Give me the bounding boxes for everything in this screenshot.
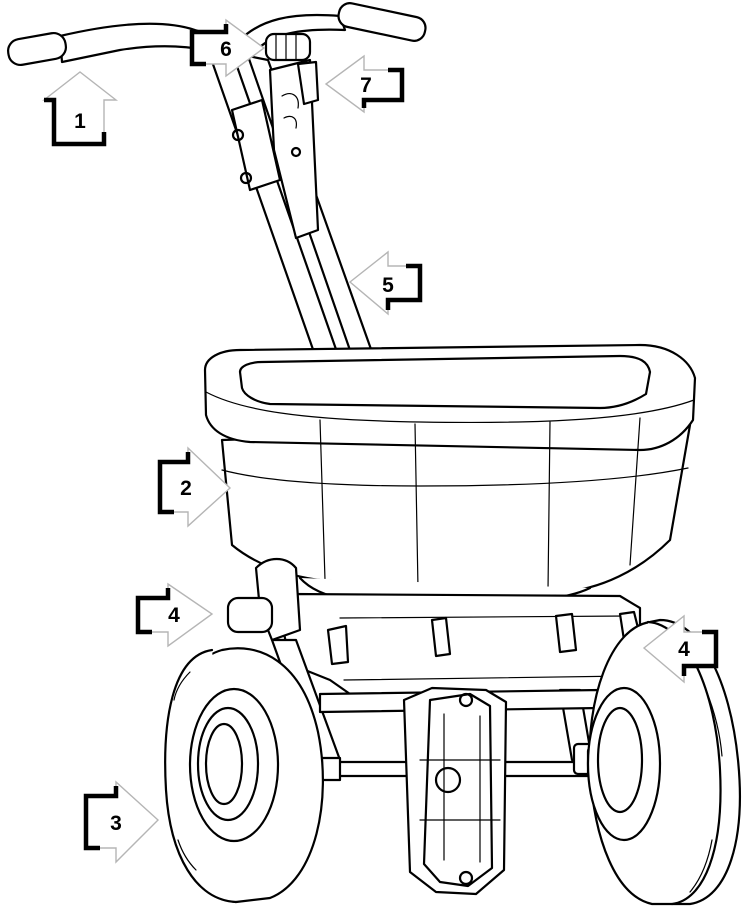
callout-label-1: 1 <box>74 110 86 133</box>
right-wheel <box>586 618 741 906</box>
callout-4-left: 4 <box>135 582 214 648</box>
callout-3: 3 <box>83 780 160 864</box>
callout-label-3: 3 <box>110 812 122 835</box>
left-wheel <box>164 647 324 904</box>
spinner-housing <box>402 686 508 896</box>
control-lever <box>296 60 320 106</box>
callout-label-2: 2 <box>180 477 192 500</box>
right-grip <box>337 2 427 42</box>
hopper <box>203 343 697 608</box>
callout-2: 2 <box>157 446 232 528</box>
callout-7: 7 <box>324 54 405 114</box>
callout-1: 1 <box>41 71 119 147</box>
callout-label-4-right: 4 <box>678 638 690 661</box>
callout-label-5: 5 <box>382 274 394 297</box>
callout-label-4-left: 4 <box>168 604 180 627</box>
rate-knob <box>264 32 312 62</box>
callout-label-6: 6 <box>220 38 232 61</box>
callout-6: 6 <box>189 18 266 78</box>
callout-label-7: 7 <box>360 74 372 97</box>
left-wheel-knob <box>226 596 274 634</box>
handle-assembly <box>6 2 427 360</box>
left-grip <box>6 31 68 67</box>
callout-5: 5 <box>348 250 423 316</box>
callout-4-right: 4 <box>642 614 719 684</box>
